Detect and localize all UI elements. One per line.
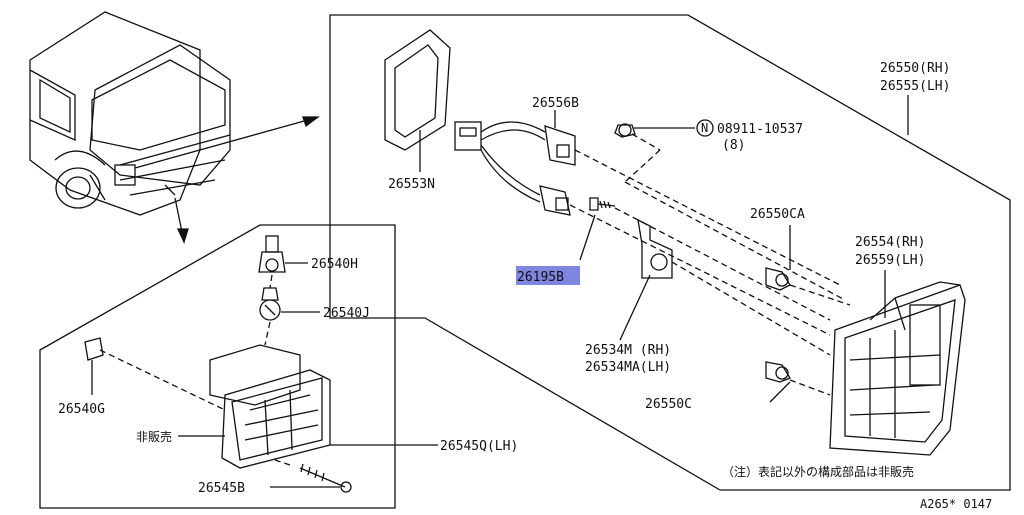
bulb-26540j [259, 287, 281, 321]
label-26540h: 26540H [311, 257, 358, 272]
label-26559: 26559(LH) [855, 253, 925, 268]
socket-26550c [765, 361, 791, 383]
label-26540j: 26540J [323, 306, 370, 321]
label-26556b: 26556B [532, 96, 579, 111]
vehicle-illustration [29, 11, 231, 216]
screw-26195b [589, 197, 616, 211]
combination-lamp [829, 281, 966, 456]
bracket-26534m [637, 218, 673, 279]
label-n-symbol: N [701, 121, 708, 135]
label-26195b: 26195B [517, 270, 564, 285]
label-26550ca: 26550CA [750, 207, 805, 222]
label-26545b: 26545B [198, 481, 245, 496]
socket-26550ca [765, 267, 791, 291]
pointer-arrows [134, 116, 320, 244]
label-26534ma: 26534MA(LH) [585, 360, 671, 375]
label-26554: 26554(RH) [855, 235, 925, 250]
bulb-26540h [258, 235, 286, 273]
sub-frame [39, 224, 396, 509]
label-26555: 26555(LH) [880, 79, 950, 94]
wiring-harness [454, 121, 576, 216]
n-symbol-circle [696, 119, 714, 137]
label-08911: 08911-10537 [717, 122, 803, 137]
label-08911-qty: (8) [722, 138, 745, 153]
main-frame [329, 14, 1011, 491]
clip-26540g [84, 337, 104, 395]
screw-26545b [299, 463, 352, 493]
highlight-26195b [516, 266, 580, 285]
note-text: （注）表記以外の構成部品は非販売 [722, 464, 914, 479]
label-26550c: 26550C [645, 397, 692, 412]
fog-lamp-housing [209, 344, 331, 469]
label-26540g: 26540G [58, 402, 105, 417]
label-26545q: 26545Q(LH) [440, 439, 518, 454]
reference-code: A265* 0147 [920, 497, 992, 511]
guide-lines [569, 133, 851, 396]
label-26534m: 26534M (RH) [585, 343, 671, 358]
label-26553n: 26553N [388, 177, 435, 192]
label-not-sold: 非販売 [136, 429, 172, 444]
gasket-26553n [384, 29, 451, 151]
label-26550: 26550(RH) [880, 61, 950, 76]
nut-08911 [614, 123, 636, 138]
